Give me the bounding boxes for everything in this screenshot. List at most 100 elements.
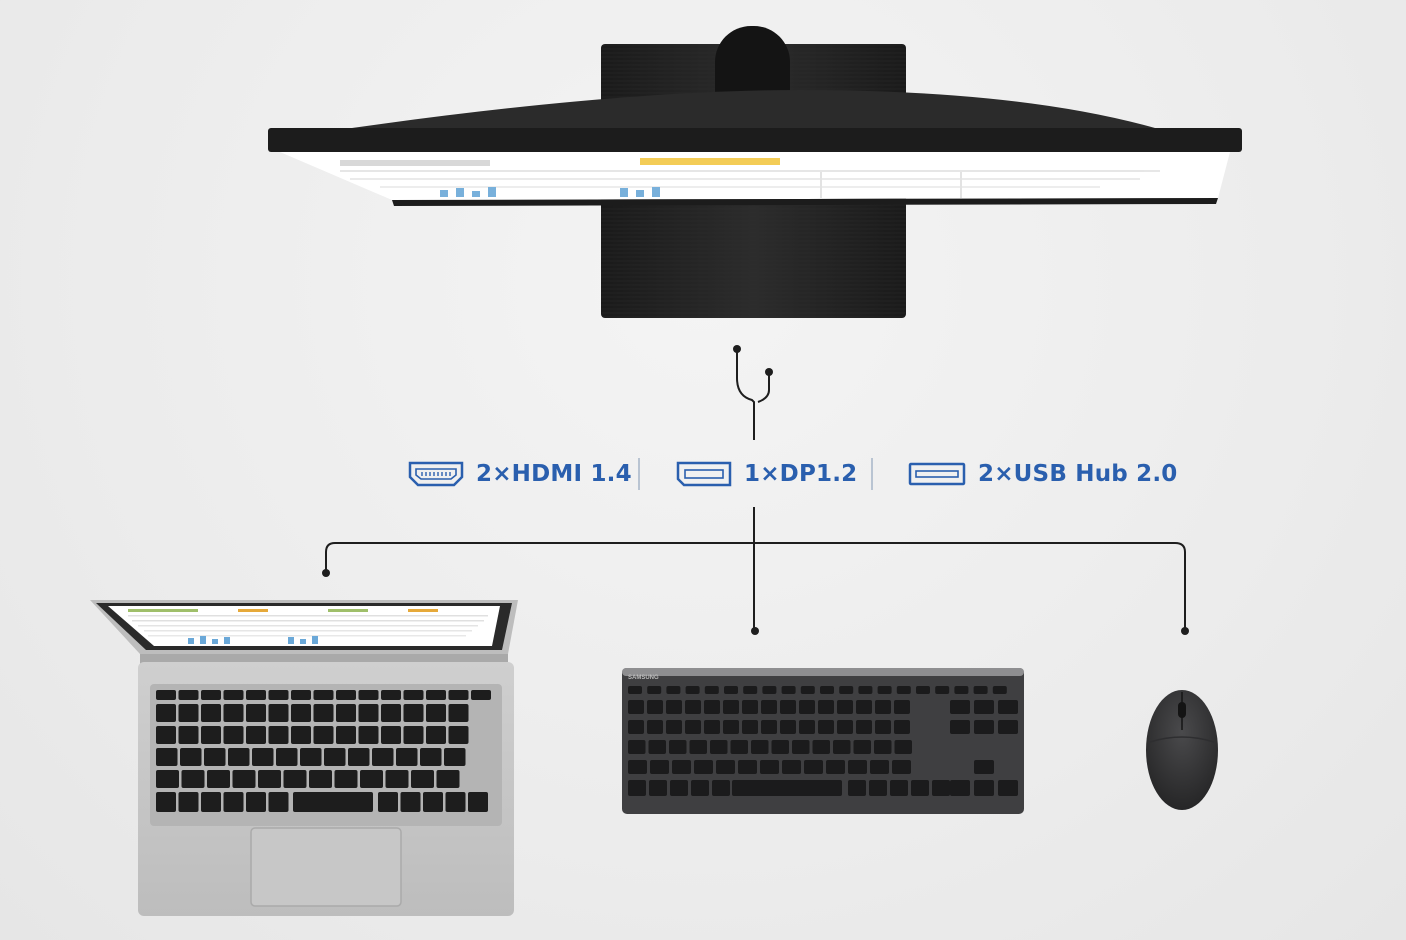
- usb-port-icon: [908, 461, 966, 487]
- key: [724, 686, 738, 694]
- key: [894, 700, 910, 714]
- key: [378, 792, 398, 812]
- key: [156, 704, 176, 722]
- key: [426, 726, 446, 744]
- key: [875, 720, 891, 734]
- key: [712, 780, 730, 796]
- key: [293, 792, 373, 812]
- key: [403, 704, 424, 722]
- key: [716, 760, 735, 774]
- key: [666, 686, 681, 694]
- key: [974, 780, 994, 796]
- port-displayport: 1×DP1.2: [676, 458, 857, 490]
- key: [896, 686, 911, 694]
- key: [870, 760, 889, 774]
- key: [411, 770, 434, 788]
- key: [628, 686, 642, 694]
- key: [448, 690, 469, 700]
- key: [276, 748, 298, 766]
- key: [761, 720, 777, 734]
- key: [818, 700, 834, 714]
- key: [381, 704, 401, 722]
- key: [826, 760, 845, 774]
- key: [973, 686, 988, 694]
- key: [685, 686, 700, 694]
- monitor: [260, 20, 1250, 325]
- key: [372, 748, 394, 766]
- key: [992, 686, 1007, 694]
- key: [223, 792, 244, 812]
- key: [800, 686, 815, 694]
- key: [178, 704, 199, 722]
- key: [313, 726, 334, 744]
- key: [300, 748, 322, 766]
- key: [974, 700, 994, 714]
- key: [628, 700, 644, 714]
- key: [471, 690, 491, 700]
- key: [792, 740, 810, 754]
- key: [246, 704, 266, 722]
- key: [178, 726, 199, 744]
- key: [950, 720, 970, 734]
- mouse: [1140, 682, 1224, 812]
- key: [704, 686, 719, 694]
- key: [650, 760, 669, 774]
- key: [691, 780, 709, 796]
- key: [396, 748, 418, 766]
- key: [223, 690, 244, 700]
- key: [869, 780, 887, 796]
- monitor-illustration: [268, 26, 1242, 318]
- key: [799, 720, 815, 734]
- key: [704, 700, 720, 714]
- key: [436, 770, 460, 788]
- key: [246, 792, 266, 812]
- key: [204, 748, 226, 766]
- key: [647, 700, 663, 714]
- key: [704, 720, 720, 734]
- key: [246, 726, 266, 744]
- key: [403, 726, 424, 744]
- hdmi-port-icon: [408, 461, 464, 487]
- key: [178, 690, 199, 700]
- key: [178, 792, 199, 812]
- key: [156, 770, 179, 788]
- key: [771, 740, 789, 754]
- key: [685, 720, 701, 734]
- key: [954, 686, 969, 694]
- key: [998, 780, 1018, 796]
- key: [400, 792, 421, 812]
- key: [723, 700, 739, 714]
- key: [998, 700, 1018, 714]
- key: [710, 740, 728, 754]
- key: [258, 770, 281, 788]
- port-divider: [871, 458, 873, 490]
- key: [381, 726, 401, 744]
- key: [761, 700, 777, 714]
- key: [628, 760, 647, 774]
- key: [848, 780, 866, 796]
- key: [448, 704, 469, 722]
- key: [894, 740, 912, 754]
- key: [848, 760, 867, 774]
- key: [743, 686, 758, 694]
- key: [935, 686, 950, 694]
- laptop: [88, 596, 520, 920]
- key: [336, 726, 356, 744]
- key: [649, 780, 667, 796]
- key: [228, 748, 250, 766]
- key: [336, 704, 356, 722]
- key: [348, 748, 370, 766]
- key: [647, 686, 662, 694]
- port-usb: 2×USB Hub 2.0: [908, 458, 1178, 490]
- key: [812, 740, 830, 754]
- port-label-displayport: 1×DP1.2: [744, 461, 858, 487]
- key: [403, 690, 424, 700]
- key: [291, 726, 311, 744]
- key: [670, 780, 688, 796]
- key: [232, 770, 256, 788]
- key: [666, 720, 682, 734]
- keyboard-illustration: SAMSUNG: [622, 668, 1024, 814]
- port-divider: [638, 458, 640, 490]
- port-label-hdmi: 2×HDMI 1.4: [476, 461, 632, 487]
